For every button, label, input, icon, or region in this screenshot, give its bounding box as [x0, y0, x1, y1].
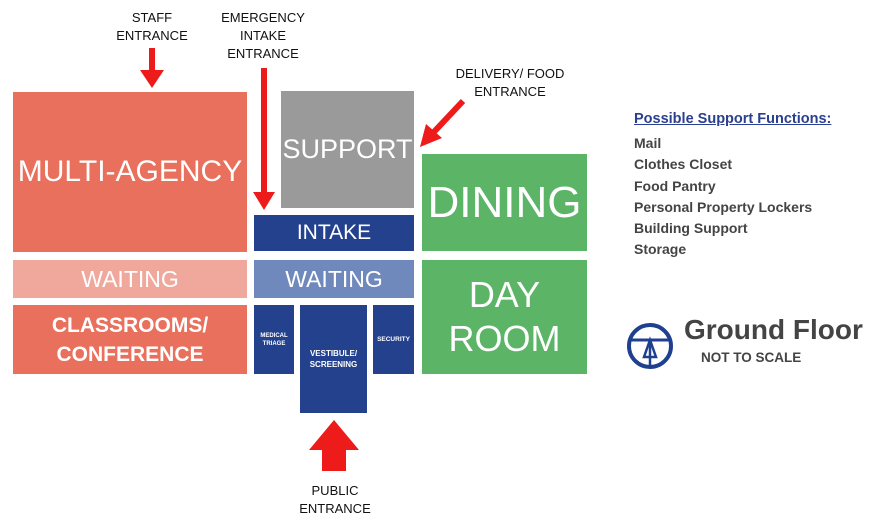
classrooms-room: CLASSROOMS/ CONFERENCE	[13, 305, 247, 374]
emergency-entrance-label: EMERGENCY INTAKE ENTRANCE	[221, 10, 305, 61]
legend-title: Ground Floor	[684, 314, 863, 345]
security-room: SECURITY	[373, 305, 414, 374]
medical-triage-room: MEDICAL TRIAGE	[254, 305, 294, 374]
public-entrance-arrow	[309, 420, 359, 471]
multi-agency-room: MULTI-AGENCY	[13, 92, 247, 252]
support-function-item: Building Support	[634, 220, 748, 237]
dining-room: DINING	[422, 154, 587, 251]
staff-entrance-label: STAFF ENTRANCE	[116, 10, 188, 43]
support-function-item: Mail	[634, 135, 662, 151]
public-entrance-label: PUBLIC ENTRANCE	[299, 483, 371, 516]
support-function-item: Food Pantry	[634, 177, 716, 194]
medical-triage-label: MEDICAL TRIAGE	[260, 332, 288, 347]
staff-entrance-arrow	[140, 48, 164, 88]
support-function-item: Storage	[634, 241, 687, 258]
compass-icon	[627, 323, 673, 369]
vestibule-room: VESTIBULE/ SCREENING	[300, 305, 367, 413]
support-functions-title: Possible Support Functions:	[634, 111, 832, 127]
day-room-label: DAY ROOM	[448, 274, 561, 359]
classrooms-label: CLASSROOMS/ CONFERENCE	[51, 313, 209, 366]
support-function-item: Personal Property Lockers	[634, 198, 813, 215]
waiting-left-label: WAITING	[81, 265, 179, 292]
vestibule-label: VESTIBULE/ SCREENING	[309, 349, 358, 369]
delivery-entrance-label: DELIVERY/ FOOD ENTRANCE	[455, 66, 565, 99]
legend-subtitle: NOT TO SCALE	[701, 350, 802, 365]
support-functions-list: Mail Clothes Closet Food Pantry Personal…	[634, 133, 812, 261]
support-function-item: Clothes Closet	[634, 156, 733, 173]
waiting-center-label: WAITING	[285, 265, 383, 292]
support-room: SUPPORT	[281, 91, 414, 208]
intake-label: INTAKE	[296, 221, 372, 244]
day-room: DAY ROOM	[422, 260, 587, 374]
security-label: SECURITY	[377, 336, 410, 343]
emergency-entrance-arrow	[253, 68, 275, 210]
intake-room: INTAKE	[254, 215, 414, 251]
dining-label: DINING	[427, 177, 582, 227]
waiting-center-room: WAITING	[254, 260, 414, 298]
delivery-entrance-arrow	[420, 98, 466, 147]
waiting-left-room: WAITING	[13, 260, 247, 298]
multi-agency-label: MULTI-AGENCY	[17, 155, 243, 188]
support-label: SUPPORT	[282, 134, 413, 164]
